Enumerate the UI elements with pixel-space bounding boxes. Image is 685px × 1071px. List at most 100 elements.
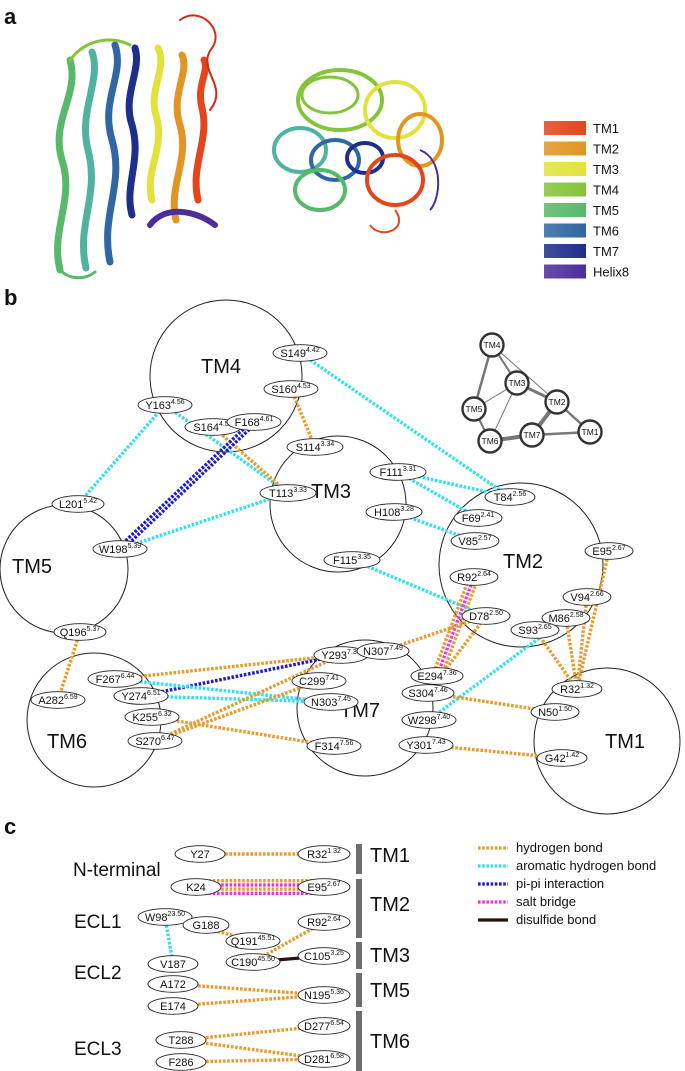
residue-v187: V187 — [147, 955, 199, 973]
residue-oval — [297, 1050, 351, 1068]
residue-oval — [297, 986, 351, 1004]
residue-oval — [297, 878, 351, 896]
helix-circle-tm4 — [149, 299, 303, 453]
legend-item-disulfide-bond: disulfide bond — [478, 912, 596, 927]
residue-oval — [401, 711, 457, 729]
legend-item-tm1: TM1 — [544, 121, 619, 136]
residue-g42: G421.42 — [536, 749, 588, 767]
legend-label: salt bridge — [516, 894, 576, 909]
legend-label: disulfide bond — [516, 912, 596, 927]
residue-oval — [30, 691, 86, 709]
svg-text:TM2: TM2 — [549, 397, 566, 407]
residue-k255: K2556.32 — [124, 708, 180, 726]
residue-oval — [147, 975, 199, 993]
residue-e95: E952.67 — [584, 542, 634, 560]
legend-item-tm2: TM2 — [544, 141, 619, 157]
residue-oval — [297, 845, 351, 863]
residue-w298: W2987.40 — [401, 711, 457, 729]
legend-label: pi-pi interaction — [516, 876, 604, 891]
tm-label-tm2: TM2 — [370, 894, 410, 916]
legend-item-tm4: TM4 — [544, 182, 619, 198]
bond-hydrogen-k255-f314 — [151, 715, 335, 748]
residue-r92: R922.64 — [297, 913, 351, 931]
residue-c299: C2997.41 — [291, 672, 347, 690]
residue-c190: C19045.50 — [225, 953, 281, 971]
residue-s270: S2706.47 — [127, 732, 183, 750]
residue-oval — [182, 916, 230, 934]
residue-f314: F3147.56 — [306, 737, 362, 755]
residue-oval — [53, 623, 107, 641]
residue-y274: Y2746.51 — [113, 687, 169, 705]
residue-w198: W1985.39 — [92, 540, 148, 558]
residue-oval — [147, 997, 199, 1015]
residue-label: E174 — [160, 1001, 186, 1013]
residue-f111: F1113.31 — [369, 463, 427, 481]
residue-oval — [530, 703, 580, 721]
residue-oval — [137, 908, 193, 926]
network-node-tm2: TM2 — [544, 389, 570, 415]
panel-label-b: b — [4, 285, 17, 310]
svg-text:TM6: TM6 — [482, 436, 499, 446]
tm-bar-tm5 — [356, 973, 362, 1007]
bond-hydrogen-m86-r32 — [564, 617, 579, 690]
residue-label: V187 — [160, 959, 186, 971]
helix-label-tm5: TM5 — [12, 556, 52, 578]
tm-label-tm1: TM1 — [370, 845, 410, 867]
tm-label-tm5: TM5 — [370, 980, 410, 1002]
svg-text:TM7: TM7 — [524, 430, 541, 440]
tm-bar-tm6 — [356, 1011, 362, 1071]
residue-label: F286 — [168, 1057, 193, 1069]
legend-item-tm5: TM5 — [544, 203, 619, 218]
residue-oval — [297, 913, 351, 931]
legend-label: hydrogen bond — [516, 840, 603, 855]
residue-t84: T842.56 — [484, 488, 536, 506]
network-node-tm7: TM7 — [519, 422, 545, 448]
bond-aromatic-f267-n303 — [114, 677, 332, 704]
structure-top-view — [272, 68, 444, 234]
tm-bars — [356, 844, 362, 1071]
bond-pipi-y274-y293 — [140, 653, 342, 698]
network-node-tm5: TM5 — [461, 396, 487, 422]
residue-e95: E952.67 — [297, 878, 351, 896]
bond-aromatic-m86-w298 — [427, 616, 568, 722]
legend-swatch — [544, 244, 586, 258]
bond-hydrogen-e95-r32 — [575, 550, 611, 690]
residue-f267: F2676.44 — [87, 670, 143, 688]
residue-oval — [286, 438, 344, 456]
legend-label: TM4 — [593, 183, 619, 198]
legend-item-pi-pi-interaction: pi-pi interaction — [478, 876, 604, 891]
residue-f286: F286 — [155, 1053, 207, 1071]
residue-s93: S932.65 — [510, 621, 560, 639]
legend-swatch — [544, 182, 586, 197]
residue-oval — [225, 932, 281, 950]
residue-oval — [174, 845, 226, 863]
residue-oval — [226, 413, 282, 431]
residue-oval — [297, 947, 351, 965]
bond-aromatic-y163-l201 — [76, 403, 167, 506]
residue-n303: N3037.45 — [303, 693, 359, 711]
helix-circle-tm7 — [296, 639, 434, 777]
legend-swatch — [544, 121, 586, 135]
residue-oval — [453, 509, 503, 527]
legend-label: aromatic hydrogen bond — [516, 858, 656, 873]
helix-circle-tm2 — [438, 482, 604, 648]
residue-oval — [259, 484, 317, 502]
residue-c105: C1053.25 — [297, 947, 351, 965]
residue-oval — [584, 542, 634, 560]
legend-label: TM3 — [593, 162, 619, 177]
residue-y301: Y3017.43 — [398, 736, 454, 754]
legend-label: TM1 — [593, 121, 619, 136]
svg-text:TM5: TM5 — [466, 404, 483, 414]
residue-d277: D2776.54 — [297, 1017, 351, 1035]
panel-label-c: c — [4, 814, 16, 839]
residue-s149: S1494.42 — [272, 344, 328, 362]
residue-oval — [225, 953, 281, 971]
residue-n195: N1955.36 — [297, 986, 351, 1004]
panel-label-a: a — [4, 4, 17, 29]
residue-f69: F692.41 — [453, 509, 503, 527]
bond-aromatic-y274-n303 — [140, 694, 332, 704]
